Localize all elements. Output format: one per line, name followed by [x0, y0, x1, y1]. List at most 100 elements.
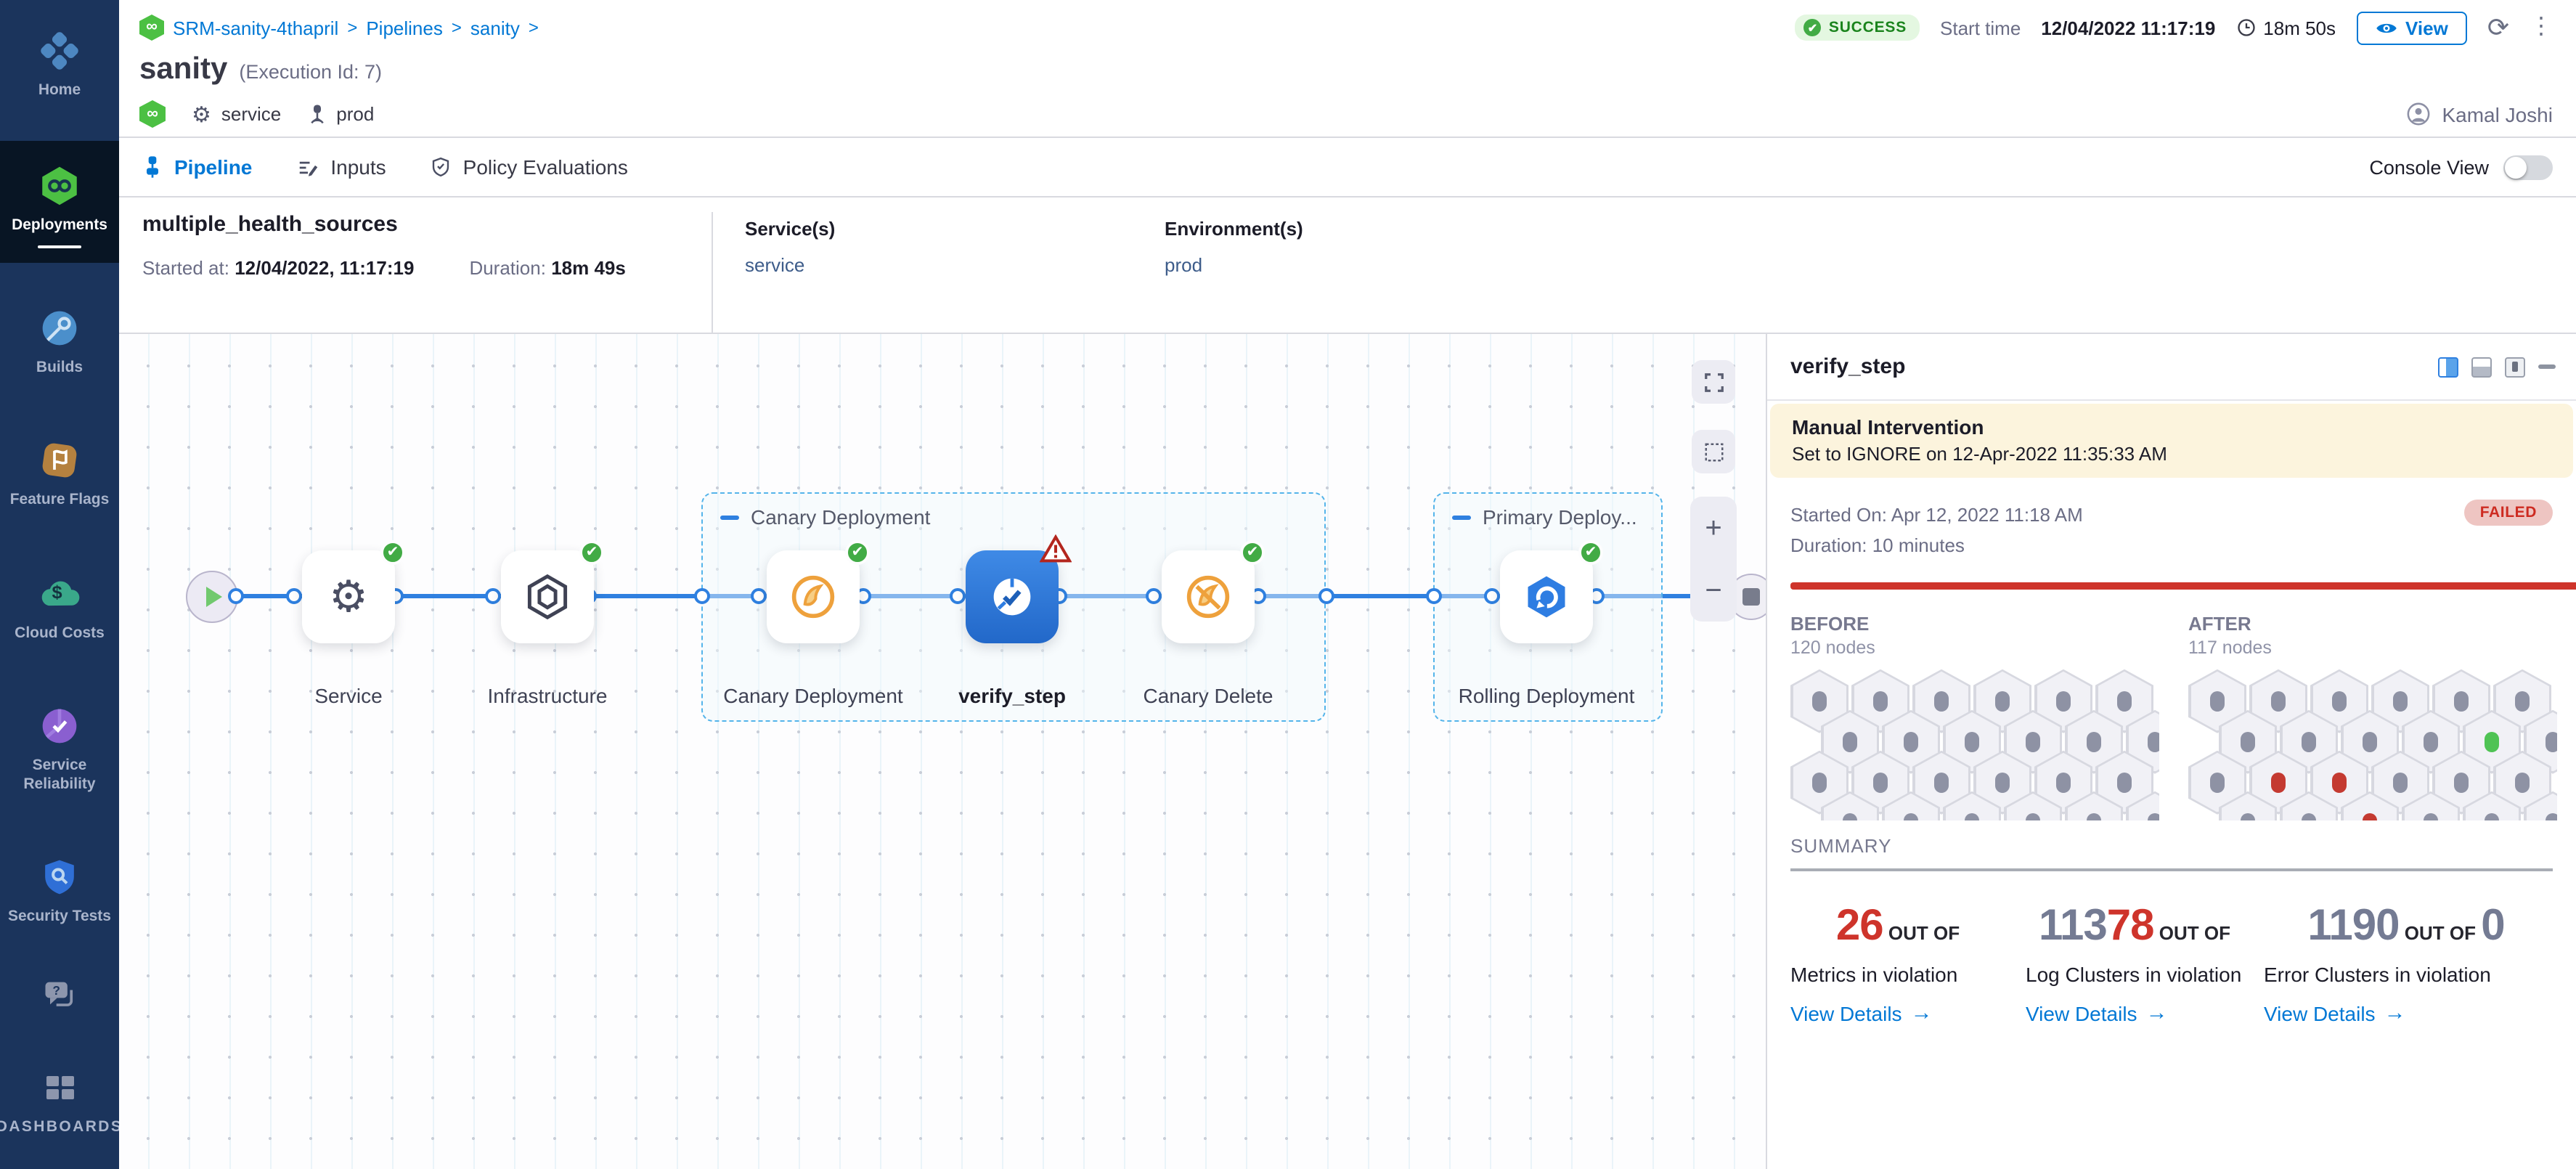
metric-count: 113 — [2038, 901, 2108, 950]
node-canary-delete[interactable]: ✔ — [1162, 540, 1265, 643]
sidebar-item-security-tests[interactable]: Security Tests — [0, 841, 119, 941]
node-dot — [2026, 812, 2040, 820]
environment-tag[interactable]: prod — [307, 103, 374, 125]
user-chip[interactable]: Kamal Joshi — [2405, 102, 2553, 126]
arrow-right-icon: → — [2384, 1001, 2406, 1026]
start-time-label: Start time — [1940, 17, 2021, 38]
after-node-count: 117 nodes — [2188, 637, 2272, 658]
collapse-group-icon[interactable] — [720, 515, 739, 519]
error-clusters-violation-card: 1190 OUT OF 0 Error Clusters in violatio… — [2264, 897, 2548, 1026]
node-dot — [2087, 812, 2101, 820]
view-details-link[interactable]: View Details → — [2264, 1001, 2406, 1026]
fullscreen-button[interactable] — [1692, 360, 1735, 404]
sidebar-item-deployments[interactable]: Deployments — [0, 141, 119, 264]
node-dot — [2117, 772, 2132, 793]
node-dot — [2515, 691, 2530, 712]
marquee-select-button[interactable] — [1692, 430, 1735, 473]
sidebar-item-dashboards[interactable]: DASHBOARDS — [0, 1051, 121, 1152]
node-dot — [1843, 812, 1857, 820]
sidebar-item-home[interactable]: Home — [0, 15, 119, 115]
user-name: Kamal Joshi — [2442, 102, 2553, 126]
step-details-panel: verify_step Manual Intervention Set to I… — [1766, 334, 2576, 1169]
node-canary-deployment[interactable]: ✔ — [767, 540, 870, 643]
gear-icon: ⚙ — [329, 573, 368, 621]
sidebar-item-help-chat[interactable]: ? — [0, 958, 119, 1031]
after-column: AFTER 117 nodes — [2188, 613, 2557, 820]
service-tag[interactable]: ⚙ service — [192, 102, 282, 127]
summary-divider — [1790, 868, 2553, 871]
refresh-icon[interactable]: ⟳ — [2487, 13, 2509, 42]
environment-link[interactable]: prod — [1165, 254, 1203, 276]
node-service[interactable]: ⚙ ✔ — [302, 540, 405, 643]
node-dot — [2087, 731, 2101, 752]
harness-home-icon — [38, 29, 81, 73]
sidebar-label: Feature Flags — [9, 491, 110, 509]
execution-status-bar: ✔ SUCCESS Start time 12/04/2022 11:17:19… — [1795, 11, 2553, 44]
sidebar-item-feature-flags[interactable]: Feature Flags — [0, 425, 119, 525]
tab-pipeline[interactable]: Pipeline — [142, 155, 252, 179]
node-dot — [2241, 731, 2255, 752]
fullscreen-icon — [1704, 372, 1723, 391]
breadcrumb-separator: > — [347, 17, 358, 38]
pipeline-hex-icon: ∞ — [139, 100, 166, 128]
sidebar-item-service-reliability[interactable]: Service Reliability — [0, 689, 119, 809]
node-dot — [1812, 691, 1827, 712]
node-label: verify_step — [958, 684, 1066, 707]
layout-right-panel-icon[interactable] — [2438, 357, 2458, 377]
node-dot — [1934, 772, 1949, 793]
breadcrumb-separator: > — [451, 17, 462, 38]
tab-inputs[interactable]: Inputs — [295, 155, 386, 179]
node-dot-error — [2332, 772, 2347, 793]
node-label: Canary Delete — [1143, 684, 1273, 707]
sidebar-item-cloud-costs[interactable]: $ Cloud Costs — [0, 557, 119, 657]
metric-label: Error Clusters in violation — [2264, 963, 2491, 987]
view-details-link[interactable]: View Details → — [2026, 1001, 2168, 1026]
node-rolling-deployment[interactable]: ✔ — [1500, 540, 1603, 643]
layout-bottom-panel-icon[interactable] — [2471, 357, 2492, 377]
pipeline-canvas[interactable]: Canary Deployment Primary Deploy... — [119, 334, 1766, 1169]
zoom-in-button[interactable]: + — [1705, 512, 1722, 544]
play-icon — [206, 587, 222, 607]
minimize-panel-icon[interactable] — [2538, 364, 2556, 369]
policy-shield-icon — [432, 157, 449, 177]
collapse-group-icon[interactable] — [1452, 515, 1471, 519]
node-dot-healthy — [2485, 731, 2499, 752]
node-dot — [1965, 812, 1979, 820]
view-details-link[interactable]: View Details → — [1790, 1001, 1933, 1026]
tabs-bar: Pipeline Inputs Policy Evaluations Conso… — [119, 137, 2576, 197]
inputs-tab-icon — [299, 160, 317, 176]
dashboards-icon — [38, 1066, 81, 1109]
tab-policy-evaluations[interactable]: Policy Evaluations — [430, 155, 628, 179]
view-button[interactable]: View — [2356, 11, 2467, 44]
success-badge-icon: ✔ — [1240, 540, 1265, 565]
kebab-menu-icon[interactable]: ⋮ — [2530, 15, 2553, 39]
node-verify-step[interactable] — [966, 534, 1072, 643]
breadcrumb-project-link[interactable]: SRM-sanity-4thapril — [173, 17, 339, 38]
started-at-value: 12/04/2022, 11:17:19 — [235, 257, 415, 279]
service-link[interactable]: service — [745, 254, 805, 276]
security-tests-icon — [38, 855, 81, 899]
arrow-right-icon: → — [1910, 1001, 1933, 1026]
before-column: BEFORE 120 nodes — [1790, 613, 2159, 820]
breadcrumb: ∞ SRM-sanity-4thapril > Pipelines > sani… — [139, 15, 539, 41]
clock-icon — [2237, 19, 2254, 36]
console-view-toggle[interactable] — [2503, 155, 2553, 179]
metric-count: 26 — [1835, 901, 1884, 950]
zoom-out-button[interactable]: − — [1705, 574, 1722, 606]
breadcrumb-pipelines-link[interactable]: Pipelines — [366, 17, 443, 38]
cloud-costs-icon: $ — [38, 571, 81, 615]
metric-label: Log Clusters in violation — [2026, 963, 2242, 987]
user-avatar-icon — [2407, 102, 2429, 126]
layout-drawer-icon[interactable] — [2505, 357, 2525, 377]
services-column: Service(s) service — [712, 212, 1133, 333]
before-hex-grid — [1790, 669, 2159, 820]
sidebar-item-builds[interactable]: Builds — [0, 293, 119, 393]
node-dot — [2148, 731, 2159, 752]
panel-step-title: verify_step — [1790, 354, 1906, 379]
zoom-controls: + − — [1690, 497, 1737, 622]
node-dot — [1965, 731, 1979, 752]
node-infrastructure[interactable]: ✔ — [501, 540, 604, 643]
manual-intervention-banner: Manual Intervention Set to IGNORE on 12-… — [1770, 404, 2573, 478]
breadcrumb-pipeline-link[interactable]: sanity — [470, 17, 520, 38]
